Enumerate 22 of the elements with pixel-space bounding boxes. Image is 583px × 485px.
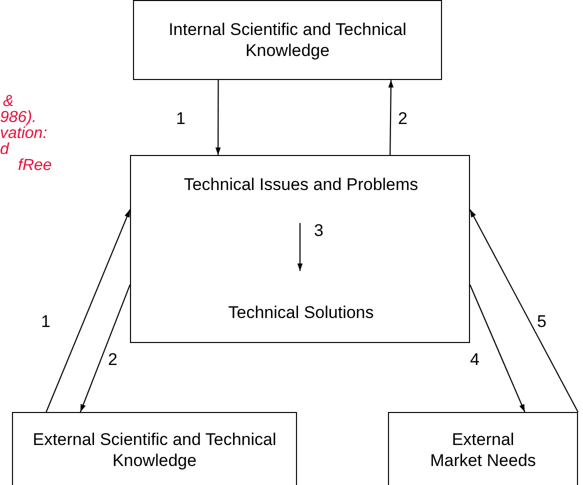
node-text: External Scientific and Technical Knowledge [32, 428, 278, 470]
box [12, 412, 297, 485]
arrow [46, 209, 130, 412]
arrow [388, 80, 394, 155]
node-text: Technical Issues and Problems [184, 174, 418, 194]
node-text: Technical Solutions [228, 302, 374, 322]
citation-text: fRee [18, 158, 52, 174]
citation-text: & [3, 94, 14, 110]
arrow [215, 80, 221, 155]
citation-text: vation: [0, 126, 48, 142]
arrow [470, 284, 526, 412]
arrow [297, 223, 303, 271]
node-text: External Market Needs [429, 428, 537, 470]
citation-text: d [0, 142, 9, 158]
arrow [80, 284, 131, 412]
arrow [470, 209, 578, 412]
box [130, 155, 470, 343]
citation-text: 986). [0, 110, 36, 126]
box [133, 0, 442, 80]
box [388, 412, 578, 485]
edge-label: 5 [535, 313, 548, 331]
node-text: Internal Scientific and Technical Knowledge [168, 19, 408, 61]
